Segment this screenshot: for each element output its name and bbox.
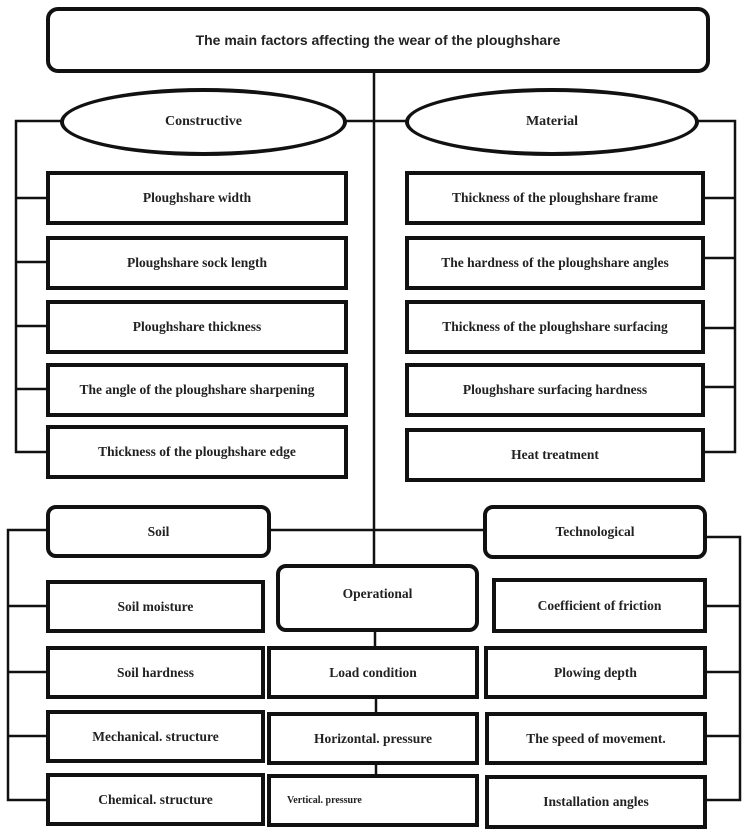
constructive-item: Ploughshare thickness [46, 300, 348, 354]
item-label: Thickness of the ploughshare edge [98, 444, 296, 460]
soil-item: Chemical. structure [46, 773, 265, 826]
technological-item: Plowing depth [484, 646, 707, 699]
item-label: Ploughshare thickness [132, 319, 262, 335]
item-label: Vertical. pressure [287, 795, 362, 806]
item-label: Ploughshare sock length [126, 255, 268, 271]
item-label: Ploughshare surfacing hardness [462, 382, 648, 398]
technological-item: Coefficient of friction [492, 578, 707, 633]
material-item: The hardness of the ploughshare angles [405, 236, 705, 290]
material-item: Thickness of the ploughshare surfacing [405, 300, 705, 354]
constructive-category: Constructive [60, 88, 347, 156]
technological-bracket [706, 535, 742, 802]
material-label: Material [525, 113, 579, 129]
constructive-item: Ploughshare sock length [46, 236, 348, 290]
soil-bracket [6, 528, 46, 802]
material-item: Thickness of the ploughshare frame [405, 171, 705, 225]
item-label: Ploughshare width [142, 190, 252, 206]
soil-item: Soil moisture [46, 580, 265, 633]
soil-label: Soil [147, 523, 170, 539]
material-bracket [697, 119, 737, 454]
item-label: Horizontal. pressure [314, 730, 432, 746]
material-item: Heat treatment [405, 428, 705, 482]
operational-label: Operational [342, 586, 413, 602]
item-label: Plowing depth [554, 664, 637, 680]
item-label: The angle of the ploughshare sharpening [79, 382, 315, 398]
constructive-item: Thickness of the ploughshare edge [46, 425, 348, 479]
soil-category: Soil [46, 505, 271, 558]
constructive-item: Ploughshare width [46, 171, 348, 225]
item-label: Chemical. structure [98, 791, 213, 807]
operational-item: Vertical. pressure [267, 774, 479, 827]
item-label: Coefficient of friction [537, 597, 662, 613]
operational-category: Operational [276, 564, 479, 632]
technological-item: The speed of movement. [485, 712, 707, 765]
operational-item: Load condition [267, 646, 479, 699]
constructive-item: The angle of the ploughshare sharpening [46, 363, 348, 417]
item-label: Soil hardness [117, 664, 194, 680]
technological-category: Technological [483, 505, 707, 559]
soil-item: Soil hardness [46, 646, 265, 699]
technological-label: Technological [555, 524, 635, 540]
item-label: Thickness of the ploughshare surfacing [442, 319, 668, 335]
constructive-label: Constructive [165, 113, 242, 129]
item-label: Load condition [329, 664, 417, 680]
item-label: Installation angles [543, 794, 649, 810]
item-label: Mechanical. structure [92, 728, 219, 744]
constructive-bracket [14, 119, 62, 454]
item-label: The hardness of the ploughshare angles [441, 255, 669, 271]
item-label: Soil moisture [117, 598, 194, 614]
material-item: Ploughshare surfacing hardness [405, 363, 705, 417]
soil-item: Mechanical. structure [46, 710, 265, 763]
item-label: The speed of movement. [526, 730, 666, 746]
item-label: Thickness of the ploughshare frame [451, 190, 658, 206]
item-label: Heat treatment [511, 447, 599, 463]
main-title-box: The main factors affecting the wear of t… [46, 7, 710, 73]
material-category: Material [405, 88, 699, 156]
technological-item: Installation angles [485, 775, 707, 829]
operational-item: Horizontal. pressure [267, 712, 479, 765]
main-title: The main factors affecting the wear of t… [195, 31, 561, 48]
